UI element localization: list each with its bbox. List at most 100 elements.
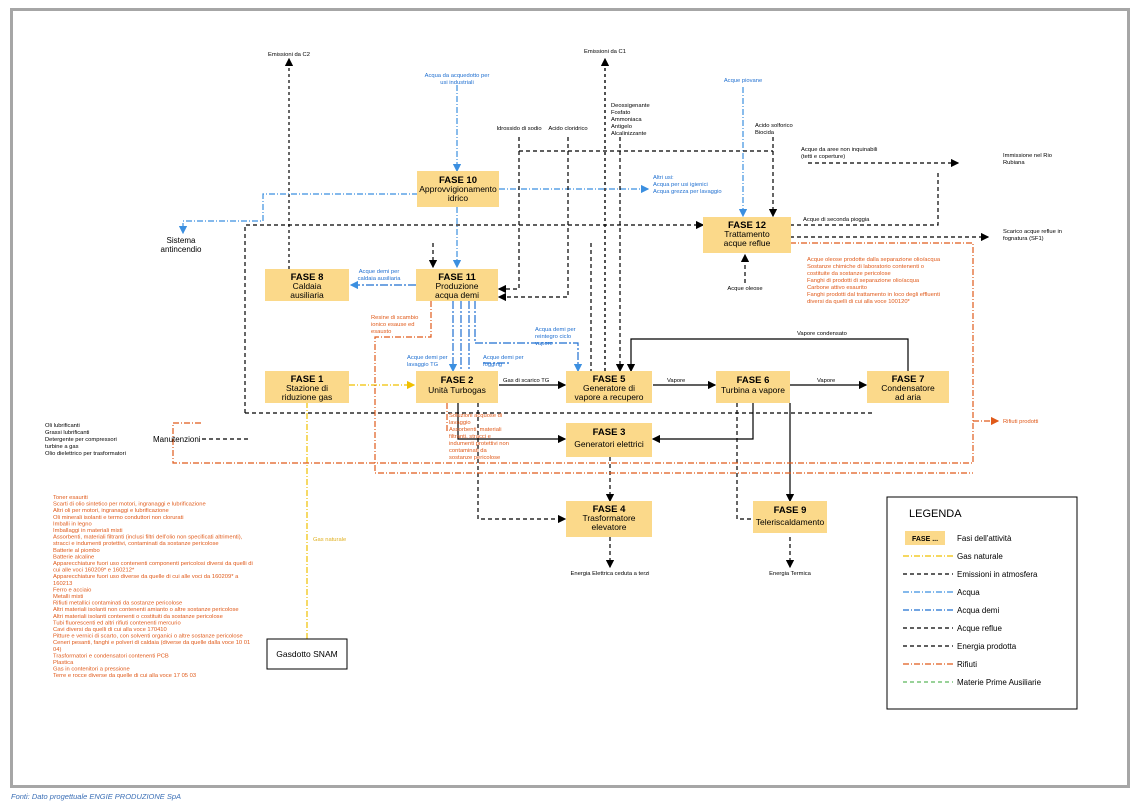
phase-box-f2[interactable]: FASE 2 Unità Turbogas bbox=[416, 371, 498, 403]
waste_list-line: Imballaggi in materiali misti bbox=[53, 528, 123, 534]
reflue-collector-line bbox=[244, 220, 705, 413]
phase-box-f12[interactable]: FASE 12 Trattamento acque reflue bbox=[703, 217, 791, 253]
waste_list-line: Gas in contenitori a pressione bbox=[53, 667, 130, 673]
svg-text:FASE 9: FASE 9 bbox=[774, 505, 807, 516]
svg-text:Acido cloridrico: Acido cloridrico bbox=[548, 126, 587, 132]
legend-label: Materie Prime Ausiliarie bbox=[957, 678, 1042, 687]
svg-text:Caldaia: Caldaia bbox=[293, 281, 322, 291]
f2_waste-line: Assorbenti, materiali bbox=[449, 427, 502, 433]
svg-text:caldaia ausiliaria: caldaia ausiliaria bbox=[358, 276, 402, 282]
svg-text:Vapore: Vapore bbox=[817, 378, 835, 384]
svg-text:lavaggio TG: lavaggio TG bbox=[407, 362, 439, 368]
svg-text:usi industriali: usi industriali bbox=[440, 80, 474, 86]
gasdotto-node[interactable]: Gasdotto SNAM bbox=[266, 638, 348, 670]
waste_list-line: Ceneri pesanti, fanghi e polveri di cald… bbox=[53, 640, 250, 646]
waste_list-line: cui alle voci 160209* e 160212* bbox=[53, 568, 135, 574]
svg-text:riduzione gas: riduzione gas bbox=[282, 392, 333, 402]
svg-text:Biocida: Biocida bbox=[755, 130, 775, 136]
legend-label: Gas naturale bbox=[957, 552, 1003, 561]
svg-text:FASE 5: FASE 5 bbox=[593, 374, 626, 385]
svg-text:Approvvigionamento: Approvvigionamento bbox=[419, 184, 497, 194]
phase-box-f1[interactable]: FASE 1 Stazione di riduzione gas bbox=[265, 371, 349, 403]
waste_list-line: Batterie alcaline bbox=[53, 554, 94, 560]
waste_list-line: Toner esauriti bbox=[53, 495, 88, 501]
svg-text:FASE 10: FASE 10 bbox=[439, 175, 477, 186]
f2-waste-list: Soluzioni acquose dilavaggioAssorbenti, … bbox=[449, 413, 509, 461]
waste_list-line: Pitture e vernici di scarto, con solvent… bbox=[53, 634, 243, 640]
phase-box-f4[interactable]: FASE 4 Trasformatore elevatore bbox=[566, 501, 652, 537]
sistema-label-2: antincendio bbox=[161, 245, 202, 254]
svg-text:fognatura (SF1): fognatura (SF1) bbox=[1003, 236, 1044, 242]
phase-box-f5[interactable]: FASE 5 Generatore di vapore a recupero bbox=[566, 371, 652, 403]
phase-box-f9[interactable]: FASE 9 Teleriscaldamento bbox=[753, 501, 827, 533]
legend-swatch bbox=[905, 531, 945, 545]
svg-text:Acque demi per: Acque demi per bbox=[359, 269, 400, 275]
svg-text:Acque da aree non inquinabili: Acque da aree non inquinabili bbox=[801, 147, 877, 153]
svg-text:Acque demi per: Acque demi per bbox=[407, 355, 448, 361]
f12_waste-line: diversi da quelli di cui alla voce 10012… bbox=[807, 299, 911, 305]
svg-text:FASE 2: FASE 2 bbox=[441, 375, 474, 386]
svg-text:elevatore: elevatore bbox=[592, 522, 627, 532]
phase-box-f11[interactable]: FASE 11 Produzione acqua demi bbox=[416, 269, 498, 301]
legend-item-demi: Acqua demi bbox=[903, 606, 999, 615]
svg-text:Vapore condensato: Vapore condensato bbox=[797, 331, 847, 337]
phase-box-f8[interactable]: FASE 8 Caldaia ausiliaria bbox=[265, 269, 349, 301]
legend-label: Fasi dell'attività bbox=[957, 534, 1012, 543]
svg-text:FASE 6: FASE 6 bbox=[737, 375, 770, 386]
legend-label: Emissioni in atmosfera bbox=[957, 570, 1038, 579]
legend-label: Rifiuti bbox=[957, 660, 977, 669]
svg-text:Turbina a vapore: Turbina a vapore bbox=[721, 385, 785, 395]
waste_list-line: Altri oli per motori, ingranaggi e lubri… bbox=[53, 508, 169, 514]
svg-text:Gasdotto SNAM: Gasdotto SNAM bbox=[276, 649, 337, 659]
svg-text:Altri usi:: Altri usi: bbox=[653, 175, 674, 181]
waste_list-line: Rifiuti metallici contaminati da sostanz… bbox=[53, 601, 182, 607]
svg-text:Acido solforico: Acido solforico bbox=[755, 123, 793, 129]
phase-box-f3[interactable]: FASE 3 Generatori elettrici bbox=[566, 423, 652, 457]
svg-text:Produzione: Produzione bbox=[435, 281, 478, 291]
waste_list-line: Apparecchiature fuori uso diverse da que… bbox=[53, 574, 239, 580]
chem-idrossido-line bbox=[497, 137, 520, 294]
svg-text:FASE 3: FASE 3 bbox=[593, 427, 626, 438]
svg-text:Deossigenante: Deossigenante bbox=[611, 103, 650, 109]
f2_waste-line: indumenti protettivi non bbox=[449, 441, 509, 447]
f12-waste-list: Acque oleose prodotte dalla separazione … bbox=[807, 257, 941, 305]
legend-label: Acqua bbox=[957, 588, 980, 597]
svg-text:FASE 8: FASE 8 bbox=[291, 272, 324, 283]
svg-text:Scarico acque reflue in: Scarico acque reflue in bbox=[1003, 229, 1062, 235]
phase-box-f6[interactable]: FASE 6 Turbina a vapore bbox=[716, 371, 790, 403]
svg-text:Resine di scambio: Resine di scambio bbox=[371, 315, 418, 321]
svg-text:Ammoniaca: Ammoniaca bbox=[611, 117, 642, 123]
svg-text:reintegro ciclo: reintegro ciclo bbox=[535, 334, 571, 340]
svg-text:Condensatore: Condensatore bbox=[881, 383, 935, 393]
f2_waste-line: sostanze pericolose bbox=[449, 455, 500, 461]
f12_waste-line: Fanghi di prodotti di separazione olio/a… bbox=[807, 278, 920, 284]
phase-box-f7[interactable]: FASE 7 Condensatore ad aria bbox=[867, 371, 949, 403]
energy-f6-f9-alt bbox=[736, 403, 753, 520]
waste_list-line: Plastica bbox=[53, 660, 74, 666]
svg-text:Emissioni da C2: Emissioni da C2 bbox=[268, 52, 310, 58]
svg-text:FASE 11: FASE 11 bbox=[438, 272, 476, 283]
waste_list-line: Scarti di olio sintetico per motori, ing… bbox=[53, 502, 206, 508]
power-f2-f3-line bbox=[457, 403, 567, 444]
svg-text:Trasformatore: Trasformatore bbox=[582, 513, 635, 523]
legend-label: Energia prodotta bbox=[957, 642, 1017, 651]
demi-reintegro-line bbox=[474, 301, 583, 373]
phase-box-f10[interactable]: FASE 10 Approvvigionamento idrico bbox=[417, 171, 499, 207]
legend-item-energia: Energia prodotta bbox=[903, 642, 1017, 651]
svg-text:FASE 7: FASE 7 bbox=[892, 374, 925, 385]
svg-text:Energia Elettrica ceduta a ter: Energia Elettrica ceduta a terzi bbox=[571, 571, 650, 577]
legend-label: Acqua demi bbox=[957, 606, 999, 615]
svg-text:Alcalinizzante: Alcalinizzante bbox=[611, 131, 646, 137]
waste_list-line: Cavi diversi da quelli di cui alla voce … bbox=[53, 627, 167, 633]
connectors bbox=[172, 57, 1000, 639]
svg-text:Acqua per usi igienici: Acqua per usi igienici bbox=[653, 182, 708, 188]
second-rain-line bbox=[790, 171, 939, 226]
svg-text:Generatori elettrici: Generatori elettrici bbox=[574, 439, 644, 449]
svg-text:Teleriscaldamento: Teleriscaldamento bbox=[756, 517, 825, 527]
f12_waste-line: Sostanze chimiche di laboratorio contene… bbox=[807, 264, 924, 270]
svg-text:Rubiana: Rubiana bbox=[1003, 160, 1025, 166]
waste_list-line: Oli minerali isolanti e termo conduttori… bbox=[53, 515, 184, 521]
energy-f2-f4-line bbox=[477, 403, 567, 524]
diagram-frame: FASE 10 Approvvigionamento idrico FASE 8… bbox=[10, 8, 1130, 788]
